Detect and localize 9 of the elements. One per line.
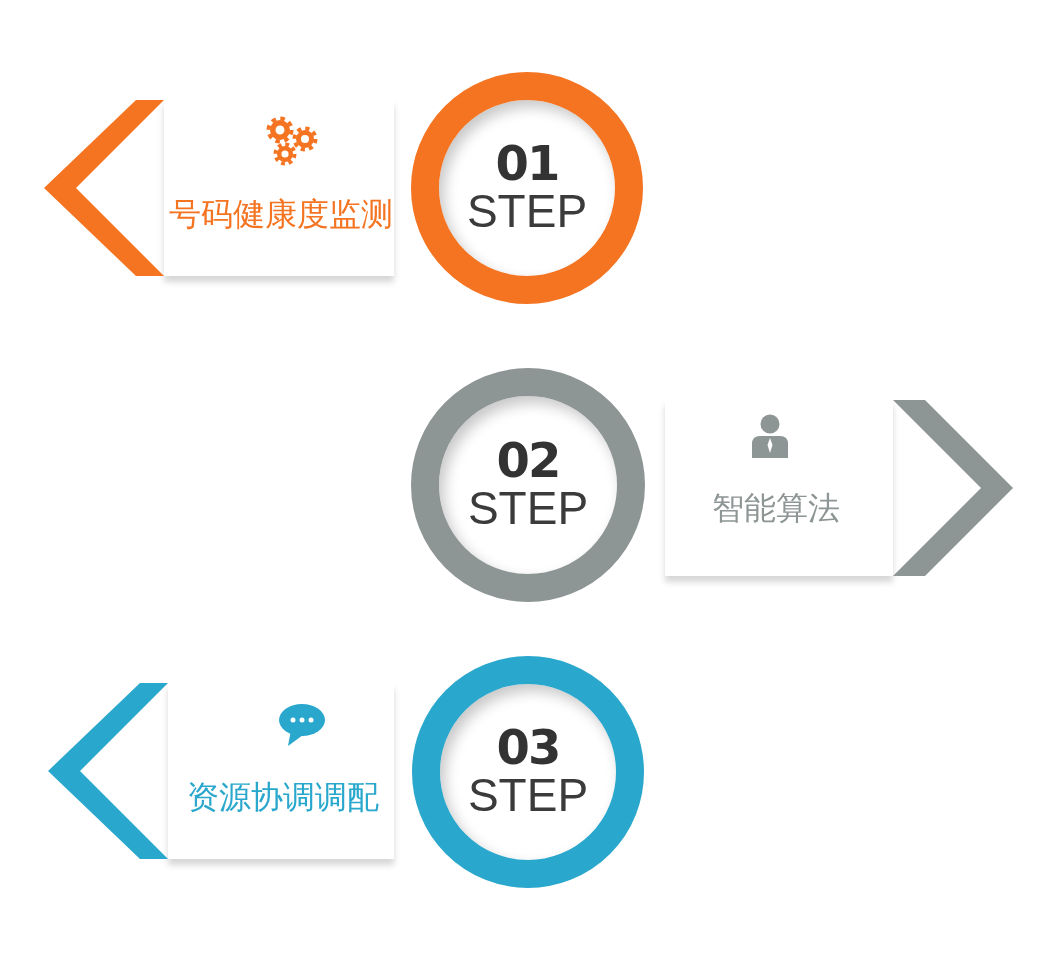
step-title: 智能算法 [711,489,841,528]
step-number: 03 [496,724,560,770]
step-label: STEP [467,483,589,533]
step-label: STEP [466,186,588,236]
step-label: STEP [467,770,589,820]
step-number: 02 [496,437,560,483]
step-title: 资源协调调配 [186,778,380,817]
step-number: 01 [495,140,559,186]
step-title: 号码健康度监测 [168,195,394,234]
